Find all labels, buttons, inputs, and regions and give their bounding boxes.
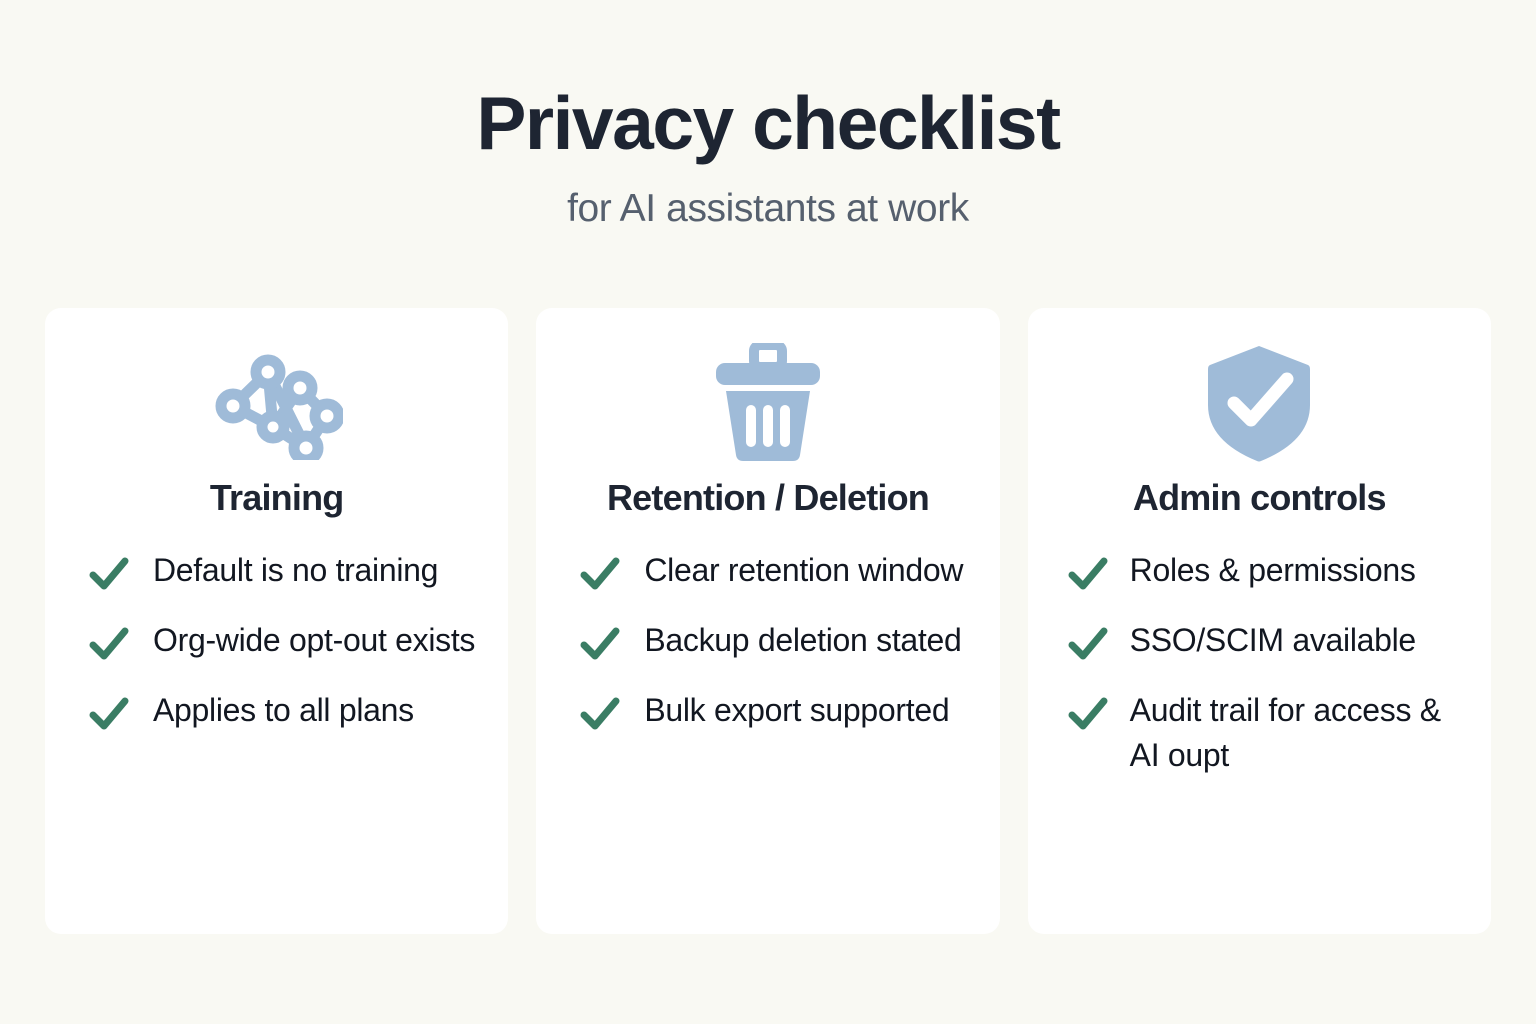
- list-item: Backup deletion stated: [578, 618, 971, 666]
- list-item: Roles & permissions: [1066, 548, 1463, 596]
- check-icon: [87, 622, 131, 666]
- list-item-label: Audit trail for access & AI oupt: [1129, 691, 1441, 774]
- card-title-admin-controls: Admin controls: [1132, 477, 1387, 518]
- check-icon: [578, 622, 622, 666]
- list-item-label: SSO/SCIM available: [1129, 621, 1417, 658]
- check-icon: [1066, 692, 1110, 736]
- card-training: Training Default is no training: [45, 308, 509, 934]
- header: Privacy checklist for AI assistants at w…: [0, 81, 1536, 230]
- check-icon: [578, 552, 622, 596]
- check-icon: [87, 552, 131, 596]
- card-retention-deletion: Retention / Deletion Clear retention win…: [536, 308, 1000, 934]
- check-icon: [1066, 622, 1110, 666]
- checklist-training: Default is no training Org-wide opt-out …: [73, 548, 480, 736]
- page-title: Privacy checklist: [476, 81, 1061, 165]
- checklist-admin-controls: Roles & permissions SSO/SCIM available: [1056, 548, 1463, 779]
- list-item: Audit trail for access & AI oupt: [1066, 688, 1463, 779]
- list-item-label: Org-wide opt-out exists: [153, 621, 476, 658]
- check-icon: [1066, 552, 1110, 596]
- list-item-label: Clear retention window: [644, 551, 964, 588]
- trash-can-icon: [564, 343, 971, 464]
- list-item-label: Bulk export supported: [644, 691, 950, 728]
- card-title-training: Training: [209, 477, 344, 518]
- shield-check-icon: [1056, 344, 1463, 464]
- list-item-label: Roles & permissions: [1129, 551, 1416, 588]
- list-item-label: Backup deletion stated: [644, 621, 962, 658]
- network-graph-icon: [73, 344, 480, 464]
- page-subtitle: for AI assistants at work: [567, 187, 969, 230]
- list-item: Bulk export supported: [578, 688, 971, 736]
- checklist-retention-deletion: Clear retention window Backup deletion s…: [564, 548, 971, 736]
- list-item: Default is no training: [87, 548, 480, 596]
- card-title-retention-deletion: Retention / Deletion: [606, 477, 930, 518]
- list-item: Org-wide opt-out exists: [87, 618, 480, 666]
- list-item-label: Applies to all plans: [153, 691, 414, 728]
- list-item: Clear retention window: [578, 548, 971, 596]
- list-item: Applies to all plans: [87, 688, 480, 736]
- list-item-label: Default is no training: [153, 551, 439, 588]
- check-icon: [87, 692, 131, 736]
- check-icon: [578, 692, 622, 736]
- cards-row: Training Default is no training: [45, 308, 1491, 934]
- list-item: SSO/SCIM available: [1066, 618, 1463, 666]
- card-admin-controls: Admin controls Roles & permissions: [1027, 308, 1491, 934]
